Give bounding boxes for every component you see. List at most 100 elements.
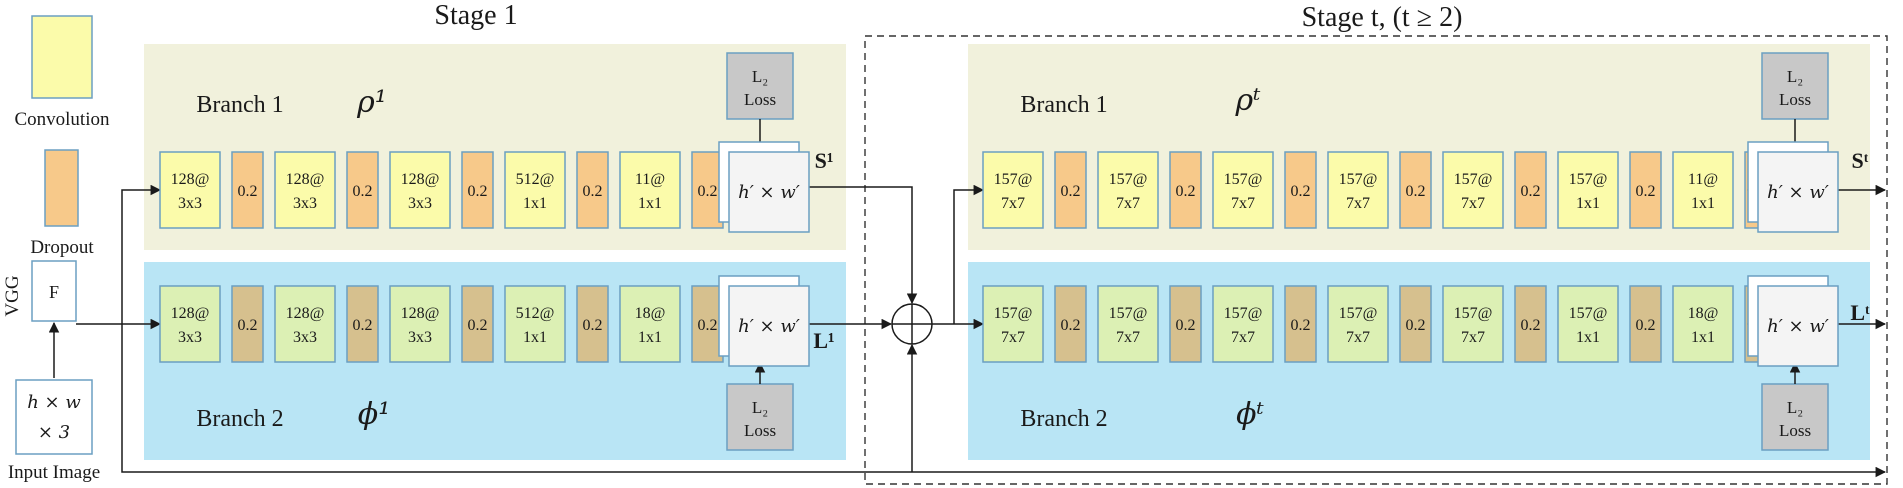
stage-t-branch1-conv-1-filters: 157@ [994,171,1033,188]
input-image-size-line1: h × w [27,392,81,413]
stage1-branch2-symbol: ϕ¹ [358,397,390,432]
stage-t-branch2-symbol: ϕᵗ [1236,397,1264,432]
stage-t-branch2-map-label: h′ × w′ [1767,316,1829,337]
feature-label: F [49,282,59,302]
stage1-branch2-dropout-4-rate: 0.2 [583,317,603,334]
feature-box [31,260,77,322]
stage1-branch1-dropout-1 [231,151,264,229]
stage-t-branch1-conv-5-filters: 157@ [1454,171,1493,188]
stage-t-branch2-conv-4-kernel: 7x7 [1346,329,1370,346]
stage1-branch1-conv-5-kernel: 1x1 [638,195,662,212]
stage-t-branch1-conv-6-kernel: 1x1 [1576,195,1600,212]
stage1-branch1-conv-5 [619,151,681,229]
feature-to-stage1-branch1-arrow [121,184,162,324]
stage1-branch2-dropout-2 [346,285,379,363]
stage1-branch2-conv-3 [389,285,451,363]
stage-t-branch2-conv-5-filters: 157@ [1454,305,1493,322]
stage1-branch1-map-label: h′ × w′ [738,182,800,203]
stage1-branch2-map-front [728,285,810,367]
stage1-branch1-conv-4-kernel: 1x1 [523,195,547,212]
stage-t-branch1-dropout-5-rate: 0.2 [1521,183,1541,200]
stage-t-branch2-conv-1-kernel: 7x7 [1001,329,1025,346]
stage-t-branch1-conv-7 [1672,151,1734,229]
stage-t-branch1-conv-7-kernel: 1x1 [1691,195,1715,212]
stage-t-branch2-conv-2 [1097,285,1159,363]
stage1-branch1-dropout-2 [346,151,379,229]
stage1-branch2-conv-3-filters: 128@ [401,305,440,322]
stage-t-branch1-conv-5-kernel: 7x7 [1461,195,1485,212]
stage-t-branch1-conv-4-filters: 157@ [1339,171,1378,188]
stage1-branch1-conv-1-kernel: 3x3 [178,195,202,212]
stage-t-branch2-dropout-4-rate: 0.2 [1406,317,1426,334]
stage-t-branch2-conv-6 [1557,285,1619,363]
stage-t-branch2-conv-7-filters: 18@ [1688,305,1719,322]
stage-t-branch2-dropout-5-rate: 0.2 [1521,317,1541,334]
concat-to-stage-t-branch1-arrow [953,184,985,324]
stage-t-branch2-conv-2-kernel: 7x7 [1116,329,1140,346]
stage-t-branch1-dropout-1-rate: 0.2 [1061,183,1081,200]
stage-t-branch2-conv-1 [982,285,1044,363]
stage1-branch2-conv-1-filters: 128@ [171,305,210,322]
legend-convolution-swatch [31,15,93,99]
stage1-branch2-conv-2-kernel: 3x3 [293,329,317,346]
stage1-branch1-conv-4 [504,151,566,229]
loss-line2: Loss [1779,421,1811,440]
stage1-branch1-dropout-1-rate: 0.2 [238,183,258,200]
stage-t-branch1-dropout-1 [1054,151,1087,229]
stage-t-branch2-conv-4 [1327,285,1389,363]
stage-t-branch2-conv-7-kernel: 1x1 [1691,329,1715,346]
stage-t-branch1-conv-7-filters: 11@ [1688,171,1718,188]
stage1-branch1-conv-2-kernel: 3x3 [293,195,317,212]
stage-t-branch2-dropout-6 [1629,285,1662,363]
stage-t-branch2-conv-2-filters: 157@ [1109,305,1148,322]
stage-t-output-st: Sᵗ [1852,148,1869,173]
stage-t-branch1-conv-6-filters: 157@ [1569,171,1608,188]
stage1-branch2-conv-2 [274,285,336,363]
branch-chains: 128@3x30.2128@3x30.2128@3x30.2512@1x10.2… [159,141,1839,367]
stage1-branch1-dropout-3-rate: 0.2 [468,183,488,200]
stage-t-branch2-conv-6-kernel: 1x1 [1576,329,1600,346]
stage1-branch2-conv-1-kernel: 3x3 [178,329,202,346]
stage1-branch2-conv-2-filters: 128@ [286,305,325,322]
stage1-branch1-conv-3-filters: 128@ [401,171,440,188]
stage1-branch1-loss: L₂ Loss [726,52,794,120]
stage-t-branch2-map-front [1757,285,1839,367]
input-image-size-line2: × 3 [38,422,70,443]
stage-t-branch1-conv-5 [1442,151,1504,229]
stage1-branch1-name: Branch 1 [196,92,283,118]
stage1-branch1-symbol: ρ¹ [356,85,387,120]
loss-line1: L₂ [1787,67,1803,86]
stage1-branch1-conv-5-filters: 11@ [635,171,665,188]
stage-t-branch2-dropout-3 [1284,285,1317,363]
stage1-branch2-conv-5-filters: 18@ [635,305,666,322]
loss-line2: Loss [744,90,776,109]
stage-t-branch1-dropout-6 [1629,151,1662,229]
stage1-branch2-dropout-1 [231,285,264,363]
stage-t-branch2-loss: L₂ Loss [1761,383,1829,451]
stage-t-branch1-loss: L₂ Loss [1761,52,1829,120]
loss-line1: L₂ [1787,398,1803,417]
stage-t-branch2-conv-5 [1442,285,1504,363]
stage-t-title: Stage t, (t ≥ 2) [1302,2,1463,33]
stage-t-branch2-conv-4-filters: 157@ [1339,305,1378,322]
stage-t-branch1-conv-6 [1557,151,1619,229]
stage1-branch1-conv-3-kernel: 3x3 [408,195,432,212]
stage-t-branch2-dropout-4 [1399,285,1432,363]
stage-t-branch2-dropout-6-rate: 0.2 [1636,317,1656,334]
stage1-branch2-dropout-4 [576,285,609,363]
stage-t-branch1-dropout-3-rate: 0.2 [1291,183,1311,200]
stage1-branch2-loss: L₂ Loss [726,383,794,451]
stage1-branch2-conv-5-kernel: 1x1 [638,329,662,346]
stage-t-branch2-dropout-5 [1514,285,1547,363]
stage-t-branch1-conv-2-kernel: 7x7 [1116,195,1140,212]
stage-t-branch1-conv-4-kernel: 7x7 [1346,195,1370,212]
stage1-branch1-dropout-3 [461,151,494,229]
stage-t-branch2-name: Branch 2 [1020,406,1107,432]
stage-t-branch1-dropout-4 [1399,151,1432,229]
stage1-branch2-name: Branch 2 [196,406,283,432]
stage1-branch2-conv-3-kernel: 3x3 [408,329,432,346]
stage-t-branch1-conv-3-filters: 157@ [1224,171,1263,188]
stage1-output-l1: L¹ [813,328,834,353]
stage-t-branch1-conv-2-filters: 157@ [1109,171,1148,188]
stage1-branch1-conv-3 [389,151,451,229]
